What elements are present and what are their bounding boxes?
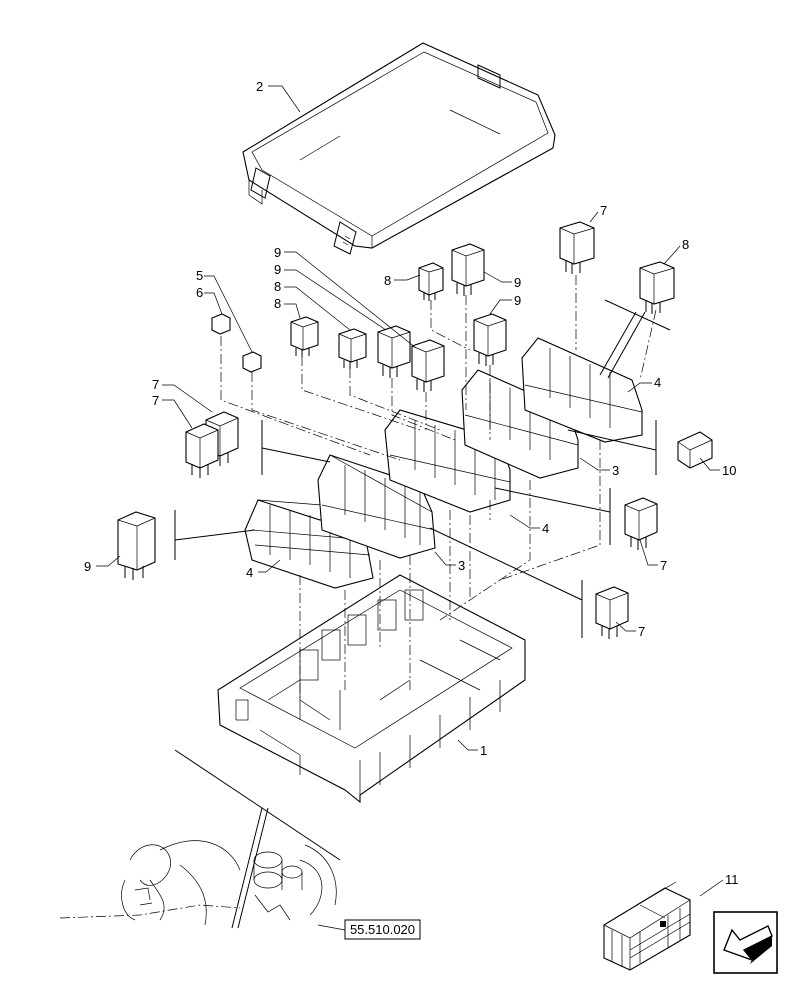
- mini-fuse-6: [211, 313, 231, 335]
- relay-left-9b: [411, 339, 445, 392]
- callout-4-center: 4: [542, 521, 549, 536]
- leader-lines: [96, 85, 724, 897]
- callout-9-a: 9: [274, 245, 281, 260]
- callout-3-right: 3: [612, 463, 619, 478]
- callout-8-right: 8: [682, 237, 689, 252]
- fuse-block-right-top: [521, 337, 643, 443]
- relay-right-8: [639, 261, 675, 314]
- callout-1: 1: [480, 743, 487, 758]
- relay-top-8: [418, 262, 444, 301]
- relay-left-8a: [290, 316, 319, 357]
- callout-2: 2: [256, 79, 263, 94]
- callout-7-left-b: 7: [152, 393, 159, 408]
- callout-4-left: 4: [246, 565, 253, 580]
- relay-pair-7: [185, 411, 239, 478]
- callout-labels: 2 7 8 9 9 8 8 8 9 9 5 6 7 7 4 3 10 4 7 9…: [84, 79, 739, 887]
- fuse-box-cover: [242, 42, 556, 255]
- callout-7-top: 7: [600, 203, 607, 218]
- callout-3-center: 3: [458, 558, 465, 573]
- callout-8-b: 8: [274, 296, 281, 311]
- callout-9-left: 9: [84, 559, 91, 574]
- relay-right-7a: [624, 497, 658, 550]
- callout-11: 11: [725, 872, 739, 887]
- callout-4-right: 4: [654, 375, 661, 390]
- relay-left-8b: [338, 328, 367, 369]
- callout-7-right-a: 7: [660, 558, 667, 573]
- relay-left-9a: [377, 325, 411, 378]
- assembly-lines: [220, 275, 657, 700]
- callout-10: 10: [722, 463, 736, 478]
- bracket-lines: [174, 299, 671, 638]
- blade-fuse-10: [677, 431, 713, 469]
- mini-fuse-5: [242, 351, 262, 373]
- callout-9-top: 9: [514, 275, 521, 290]
- callout-9-b: 9: [274, 262, 281, 277]
- fuse-box-base: [217, 574, 526, 804]
- callout-8-a: 8: [274, 279, 281, 294]
- callout-8-top: 8: [384, 273, 391, 288]
- callout-5: 5: [196, 268, 203, 283]
- harness-context-sketch: [59, 749, 346, 931]
- callout-9-mid: 9: [514, 293, 521, 308]
- reference-code[interactable]: 55.510.020: [350, 922, 415, 937]
- relay-mid-9: [473, 313, 507, 366]
- packing-crate-icon: [603, 881, 691, 971]
- relay-top-9: [451, 243, 485, 296]
- reference-link[interactable]: 55.510.020: [344, 919, 421, 940]
- relay-top-right-7: [559, 221, 595, 274]
- relay-right-7b: [595, 586, 629, 639]
- callout-7-right-b: 7: [638, 624, 645, 639]
- navigation-arrow-icon[interactable]: [713, 911, 778, 974]
- relay-left-9c: [117, 511, 156, 580]
- callout-7-left-a: 7: [152, 377, 159, 392]
- callout-6: 6: [196, 285, 203, 300]
